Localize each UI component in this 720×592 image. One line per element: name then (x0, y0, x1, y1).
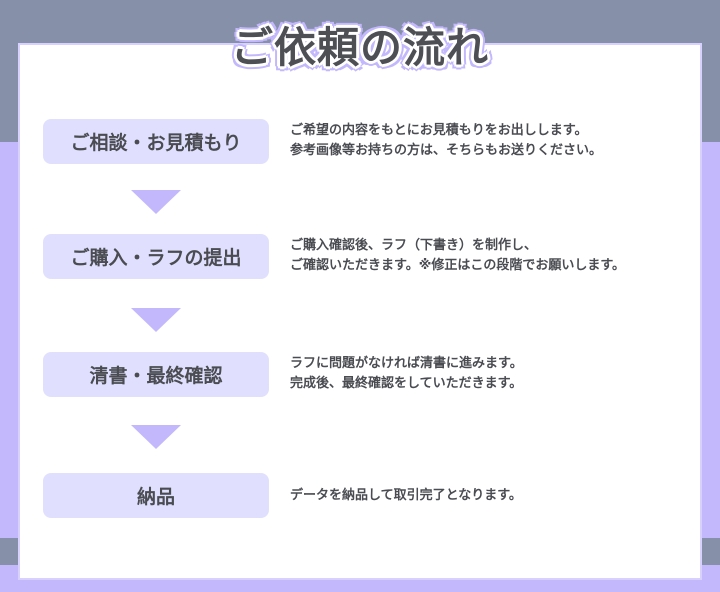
desc-line: ご購入確認後、ラフ（下書き）を制作し、 (290, 238, 538, 253)
step-consultation-desc: ご希望の内容をもとにお見積もりをお出しします。 参考画像等お持ちの方は、そちらも… (290, 121, 602, 161)
desc-line: 参考画像等お持ちの方は、そちらもお送りください。 (290, 143, 603, 158)
arrow-down-icon (131, 425, 181, 449)
step-consultation: ご相談・お見積もり (43, 119, 269, 164)
step-purchase-rough: ご購入・ラフの提出 (43, 234, 269, 279)
desc-line: ラフに問題がなければ清書に進みます。 (290, 356, 523, 371)
step-purchase-rough-desc: ご購入確認後、ラフ（下書き）を制作し、 ご確認いただきます。※修正はこの段階でお… (290, 236, 625, 276)
page-title: ご依頼の流れ (230, 23, 489, 72)
side-band-right (702, 538, 720, 565)
step-final-check-desc: ラフに問題がなければ清書に進みます。 完成後、最終確認をしていただきます。 (290, 354, 523, 394)
desc-line: 完成後、最終確認をしていただきます。 (290, 376, 523, 391)
side-band-left (0, 538, 18, 565)
step-delivery: 納品 (43, 473, 269, 518)
arrow-down-icon (131, 308, 181, 332)
arrow-down-icon (131, 190, 181, 214)
step-final-check: 清書・最終確認 (43, 352, 269, 397)
desc-line: データを納品して取引完了となります。 (290, 488, 522, 503)
desc-line: ご希望の内容をもとにお見積もりをお出しします。 (290, 123, 588, 138)
step-delivery-desc: データを納品して取引完了となります。 (290, 486, 522, 506)
desc-line: ご確認いただきます。※修正はこの段階でお願いします。 (290, 258, 626, 273)
